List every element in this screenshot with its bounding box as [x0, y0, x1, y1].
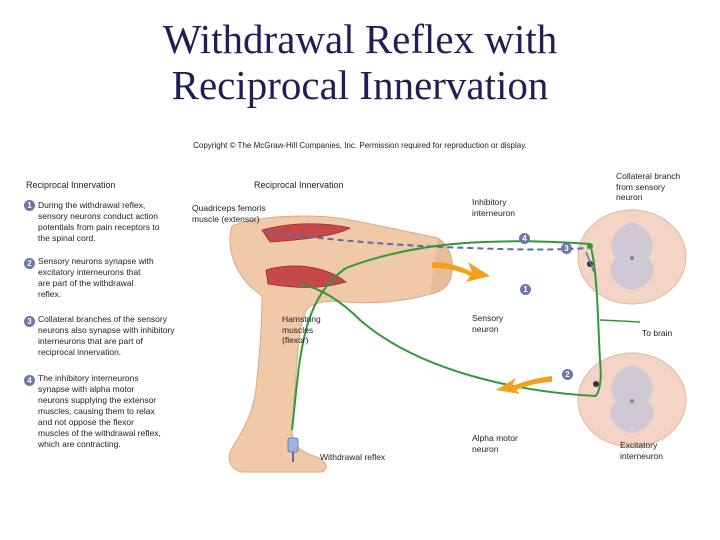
leg-illustration [228, 215, 453, 473]
label-line: Alpha motor [472, 433, 518, 443]
label-alpha-motor-neuron: Alpha motor neuron [472, 433, 518, 454]
arrow-sensory-direction [432, 262, 490, 282]
left-panel-heading: Reciprocal Innervation [26, 180, 116, 190]
label-hamstring: Hamstring muscles (flexor) [282, 314, 321, 346]
step-3-line: interneurons that are part of [38, 336, 143, 346]
diagram-badge-4: 4 [519, 233, 530, 244]
step-1-line: the spinal cord. [38, 233, 96, 243]
step-1-line: sensory neurons conduct action [38, 211, 159, 221]
label-line: neuron [472, 443, 499, 454]
label-line: Inhibitory [472, 197, 507, 207]
label-line: muscles [282, 324, 314, 335]
label-line: Excitatory [620, 440, 658, 450]
label-line: Hamstring [282, 314, 321, 324]
label-sensory-neuron: Sensory neuron [472, 313, 503, 334]
label-line: interneuron [620, 450, 664, 461]
step-4-line: synapse with alpha motor [38, 384, 135, 394]
title-line-2: Reciprocal Innervation [171, 62, 549, 108]
to-brain-path [599, 319, 641, 323]
label-excitatory-interneuron: Excitatory interneuron [620, 440, 663, 461]
copyright-notice: Copyright © The McGraw-Hill Companies, I… [193, 141, 527, 150]
label-line: neuron [472, 323, 499, 334]
sensory-nerve-path [291, 240, 591, 431]
step-3-line: Collateral branches of the sensory [38, 314, 167, 324]
diagram-heading: Reciprocal Innervation [254, 180, 344, 190]
spinal-cord-lower [577, 352, 687, 448]
label-line: Collateral branch [616, 171, 681, 181]
step-1: 1 During the withdrawal reflex, sensory … [24, 200, 194, 244]
diagram-badge-2: 2 [562, 369, 573, 380]
label-line: neuron [616, 192, 643, 202]
step-2-line: reflex. [38, 289, 62, 299]
step-1-badge: 1 [24, 200, 35, 211]
step-4-line: muscles, causing them to relax [38, 406, 155, 416]
label-inhibitory-interneuron: Inhibitory interneuron [472, 197, 515, 218]
label-quadriceps: Quadriceps femoris muscle (extensor) [192, 203, 266, 224]
step-3-line: reciprocal innervation. [38, 347, 122, 357]
label-line: (flexor) [282, 335, 309, 345]
step-4-badge: 4 [24, 375, 35, 386]
step-4-line: neurons supplying the extensor [38, 395, 157, 405]
step-2: 2 Sensory neurons synapse with excitator… [24, 256, 194, 300]
step-1-line: During the withdrawal reflex, [38, 200, 146, 210]
label-line: Quadriceps femoris [192, 203, 266, 213]
spinal-cord-upper [577, 209, 687, 305]
step-2-line: excitatory interneurons that [38, 267, 141, 277]
arrow-motor-direction [496, 376, 552, 394]
inhibitory-nerve-path [267, 231, 589, 251]
step-2-badge: 2 [24, 258, 35, 269]
step-1-line: potentials from pain receptors to [38, 222, 160, 232]
step-3-line: neurons also synapse with inhibitory [38, 325, 175, 335]
title-line-1: Withdrawal Reflex with [162, 16, 558, 62]
step-4-line: muscles of the withdrawal reflex, [38, 428, 161, 438]
sensory-collateral-path [589, 243, 602, 397]
step-3: 3 Collateral branches of the sensory neu… [24, 314, 209, 358]
label-withdrawal-reflex: Withdrawal reflex [320, 452, 386, 462]
diagram-badge-3: 3 [561, 243, 572, 254]
label-line: muscle (extensor) [192, 213, 260, 224]
step-4-line: The inhibitory interneurons [38, 373, 139, 383]
label-collateral-branch: Collateral branch from sensory neuron [616, 171, 680, 203]
step-2-line: Sensory neurons synapse with [38, 256, 154, 266]
step-4: 4 The inhibitory interneurons synapse wi… [24, 373, 209, 450]
label-line: interneuron [472, 207, 516, 218]
diagram-badge-1: 1 [520, 284, 531, 295]
step-4-line: and not oppose the flexor [38, 417, 134, 427]
interneuron-marks [585, 243, 599, 387]
step-2-line: are part of the withdrawal [38, 278, 134, 288]
motor-nerve-path [299, 283, 597, 397]
label-line: from sensory [616, 181, 666, 192]
step-4-line: which are contracting. [38, 439, 121, 449]
slide-title: Withdrawal Reflex with Reciprocal Innerv… [0, 16, 720, 108]
label-line: Sensory [472, 313, 504, 323]
step-3-badge: 3 [24, 316, 35, 327]
label-to-brain: To brain [642, 328, 673, 338]
